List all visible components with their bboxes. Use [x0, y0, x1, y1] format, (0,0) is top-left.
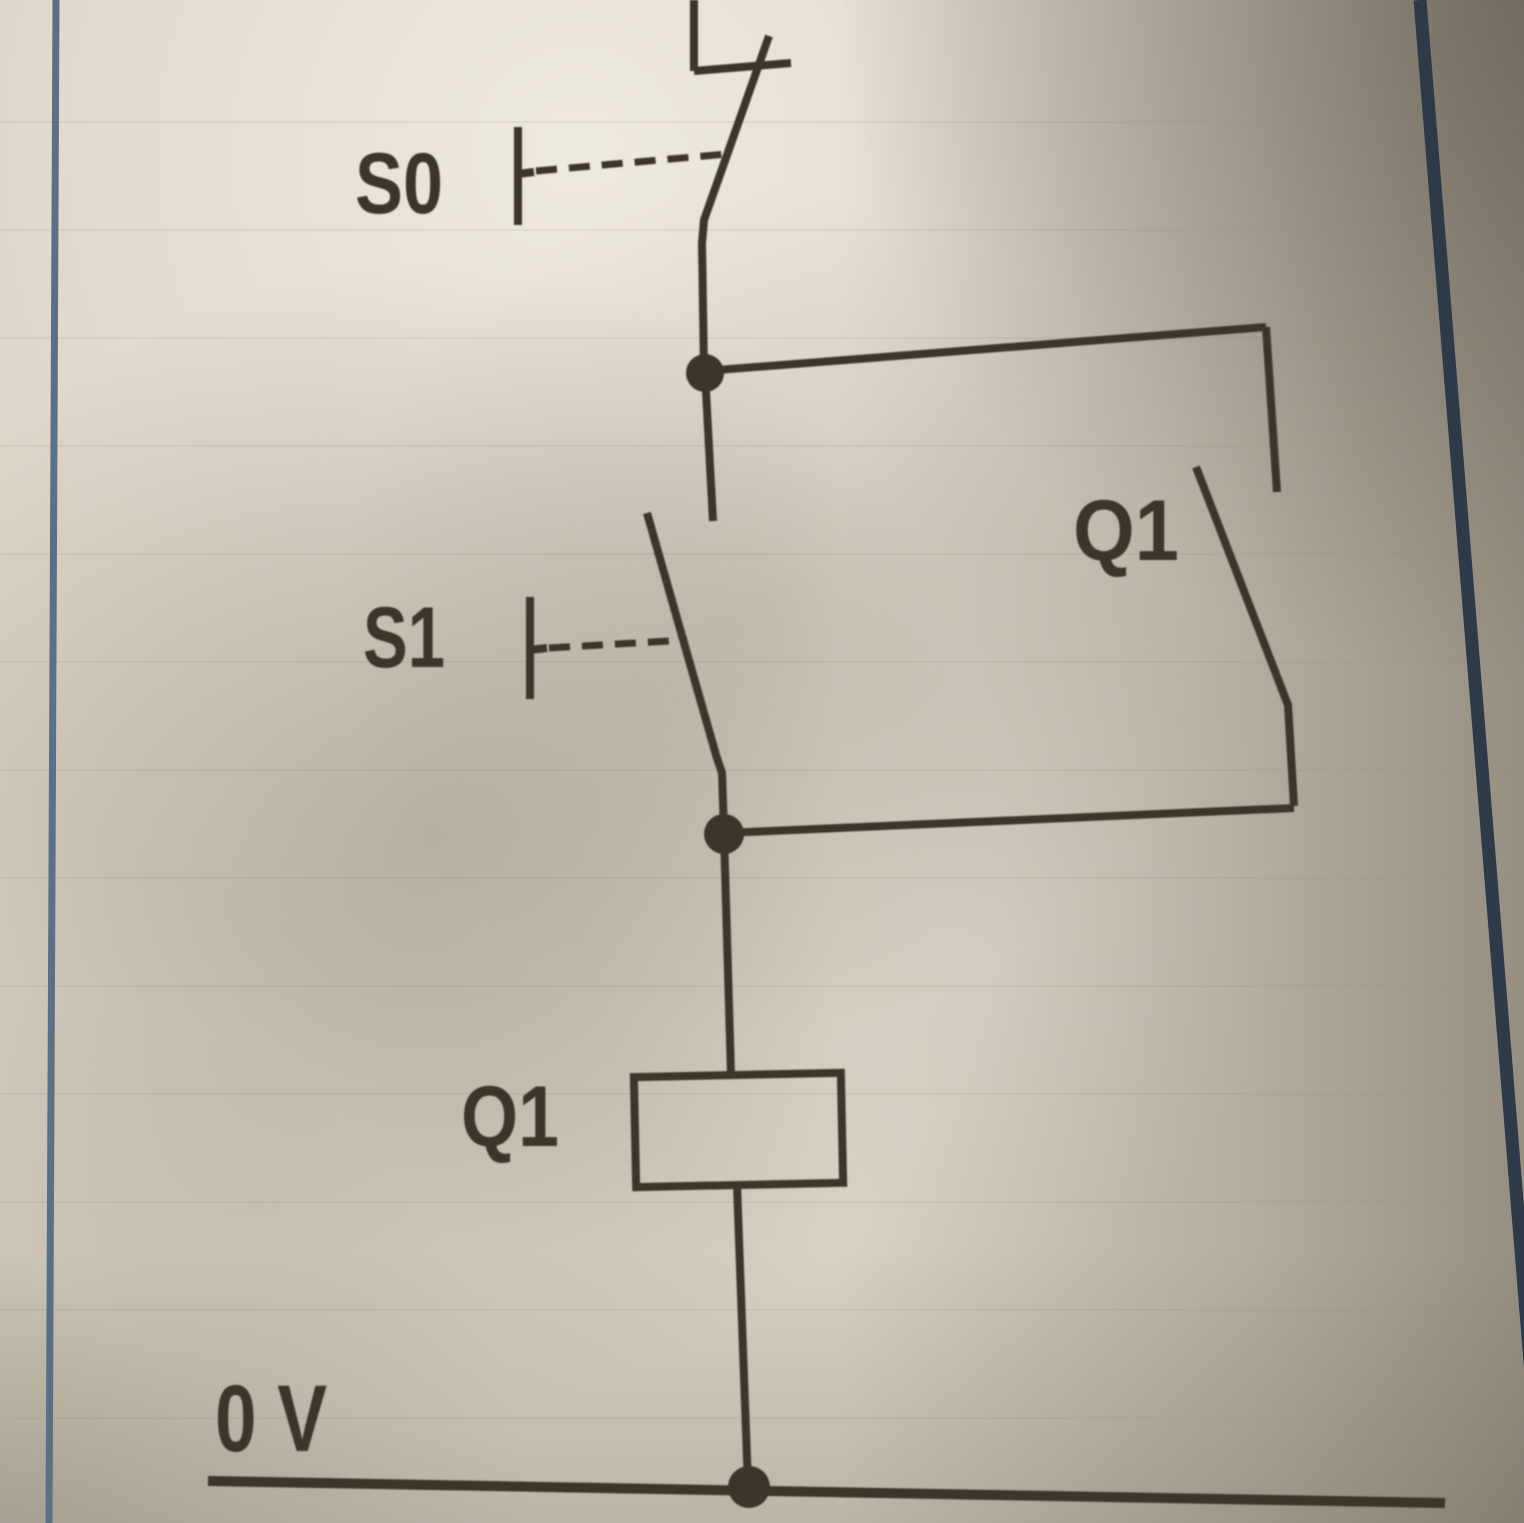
s0-label: S0 [355, 136, 443, 232]
q1-contact-label: Q1 [1073, 483, 1179, 579]
left-margin-line [45, 0, 60, 1523]
ruled-lines [0, 121, 1524, 1419]
wire-coil-to-rail [733, 1184, 752, 1487]
wire-junction-to-s1 [701, 372, 717, 522]
q1-coil-label: Q1 [461, 1069, 559, 1165]
s0-pushbutton-actuator [514, 127, 535, 225]
s1-contact-blade [643, 511, 728, 833]
s1-pushbutton-actuator [526, 597, 548, 699]
circuit-ink: S0 S1 Q1 Q1 0 V [207, 0, 1446, 1508]
s1-actuator-link-dashed [548, 636, 688, 652]
zero-volt-rail [207, 1476, 1446, 1508]
holding-branch-bottom-wire [724, 804, 1295, 837]
rail-junction-dot [728, 1466, 770, 1508]
wire-junction-to-coil [720, 833, 735, 1076]
q1-contact-blade [1192, 465, 1298, 807]
zero-volt-label: 0 V [215, 1366, 327, 1472]
s0-contact-blade [697, 34, 773, 372]
q1-contact-fixed-terminal [1262, 326, 1281, 493]
right-margin-line [1413, 0, 1524, 1369]
s0-fixed-contact-bar [693, 59, 792, 75]
holding-branch-top-wire [704, 323, 1267, 375]
s1-label: S1 [363, 590, 445, 686]
